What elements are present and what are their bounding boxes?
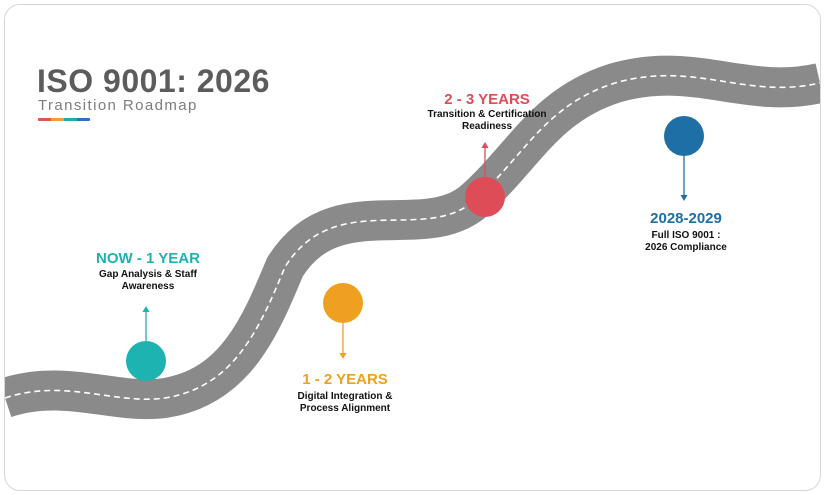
milestone-2-description-line2: Process Alignment [299,403,391,414]
milestone-3-period: 2 - 3 YEARS [444,91,530,108]
page-title: ISO 9001: 2026 [37,63,270,99]
milestone-4-marker [664,116,704,201]
milestone-2-marker [323,283,363,359]
road-lane-marking [5,74,820,400]
milestone-4-description-line2: 2026 Compliance [645,242,727,253]
milestone-2-dot [323,283,363,323]
milestone-1-marker [126,306,166,381]
milestone-1-description-line1: Gap Analysis & Staff [99,269,197,280]
milestone-1-period: NOW - 1 YEAR [96,250,200,267]
road-illustration [5,55,820,420]
milestone-3-marker [465,142,505,217]
accent-segment [38,118,51,121]
milestone-1-arrowhead [142,306,150,312]
title-accent-bar [38,118,90,121]
page-subtitle: Transition Roadmap [38,97,198,114]
milestone-3-dot [465,177,505,217]
milestone-4-arrowhead [680,195,688,201]
accent-segment [77,118,90,121]
milestone-4-dot [664,116,704,156]
milestone-2-arrowhead [339,353,347,359]
milestone-4-period: 2028-2029 [650,210,722,227]
milestone-2-period: 1 - 2 YEARS [302,371,388,388]
milestone-2-description-line1: Digital Integration & [297,391,393,402]
accent-segment [51,118,64,121]
milestone-3-arrowhead [481,142,489,148]
milestone-1-description-line2: Awareness [121,281,175,292]
milestone-3-description-line1: Transition & Certification [427,109,547,120]
milestone-1-dot [126,341,166,381]
roadmap-card: ISO 9001: 2026 Transition Roadmap NOW - … [4,4,821,491]
accent-segment [64,118,77,121]
milestone-4-description-line1: Full ISO 9001 : [651,230,721,241]
milestone-3-description-line2: Readiness [461,121,513,132]
